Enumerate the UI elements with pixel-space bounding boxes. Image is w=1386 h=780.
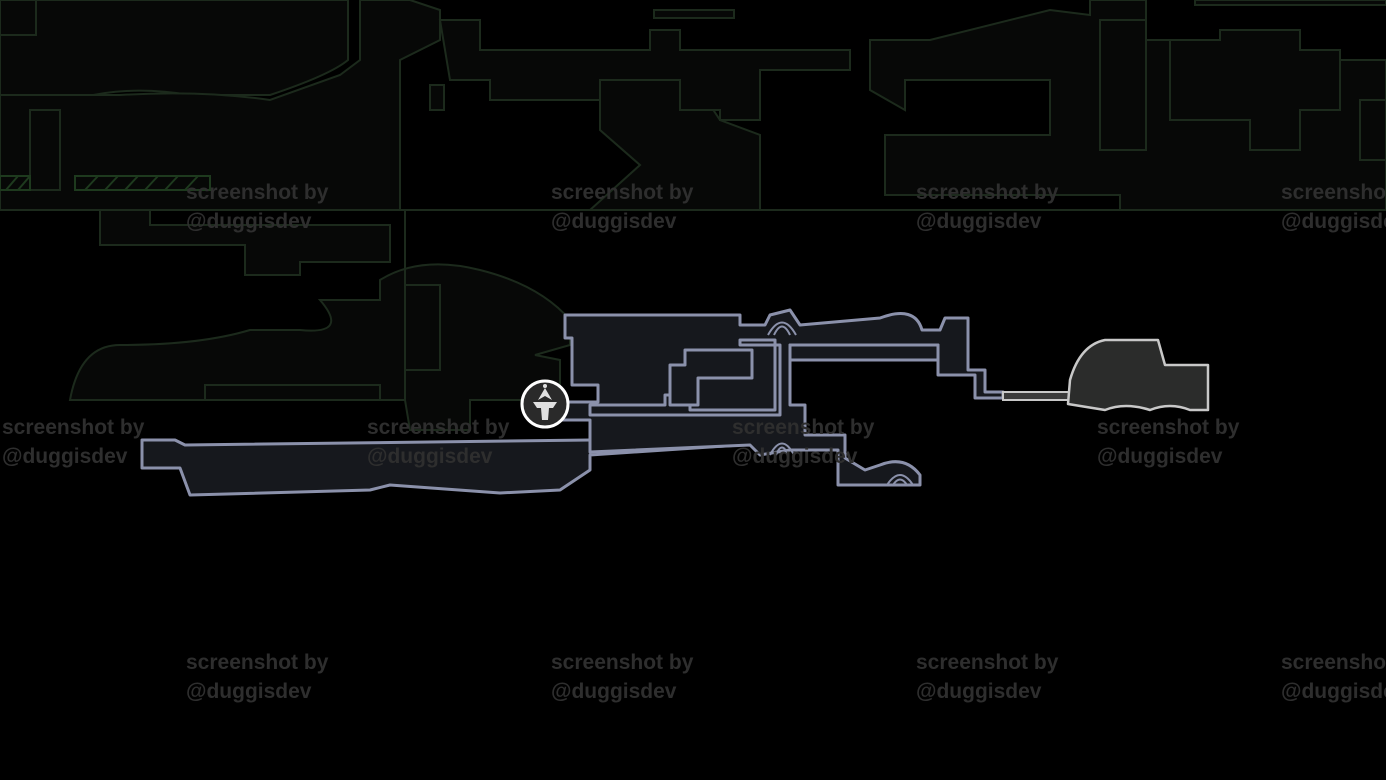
knight-compass-icon — [533, 384, 557, 420]
player-marker — [520, 379, 570, 429]
map-corridor — [1002, 391, 1071, 401]
dim-map-region — [0, 0, 1386, 431]
highlighted-room — [1066, 338, 1210, 412]
explored-map-region — [140, 308, 1005, 497]
dim-platform-stripes — [0, 175, 211, 191]
room-arches — [767, 321, 914, 486]
